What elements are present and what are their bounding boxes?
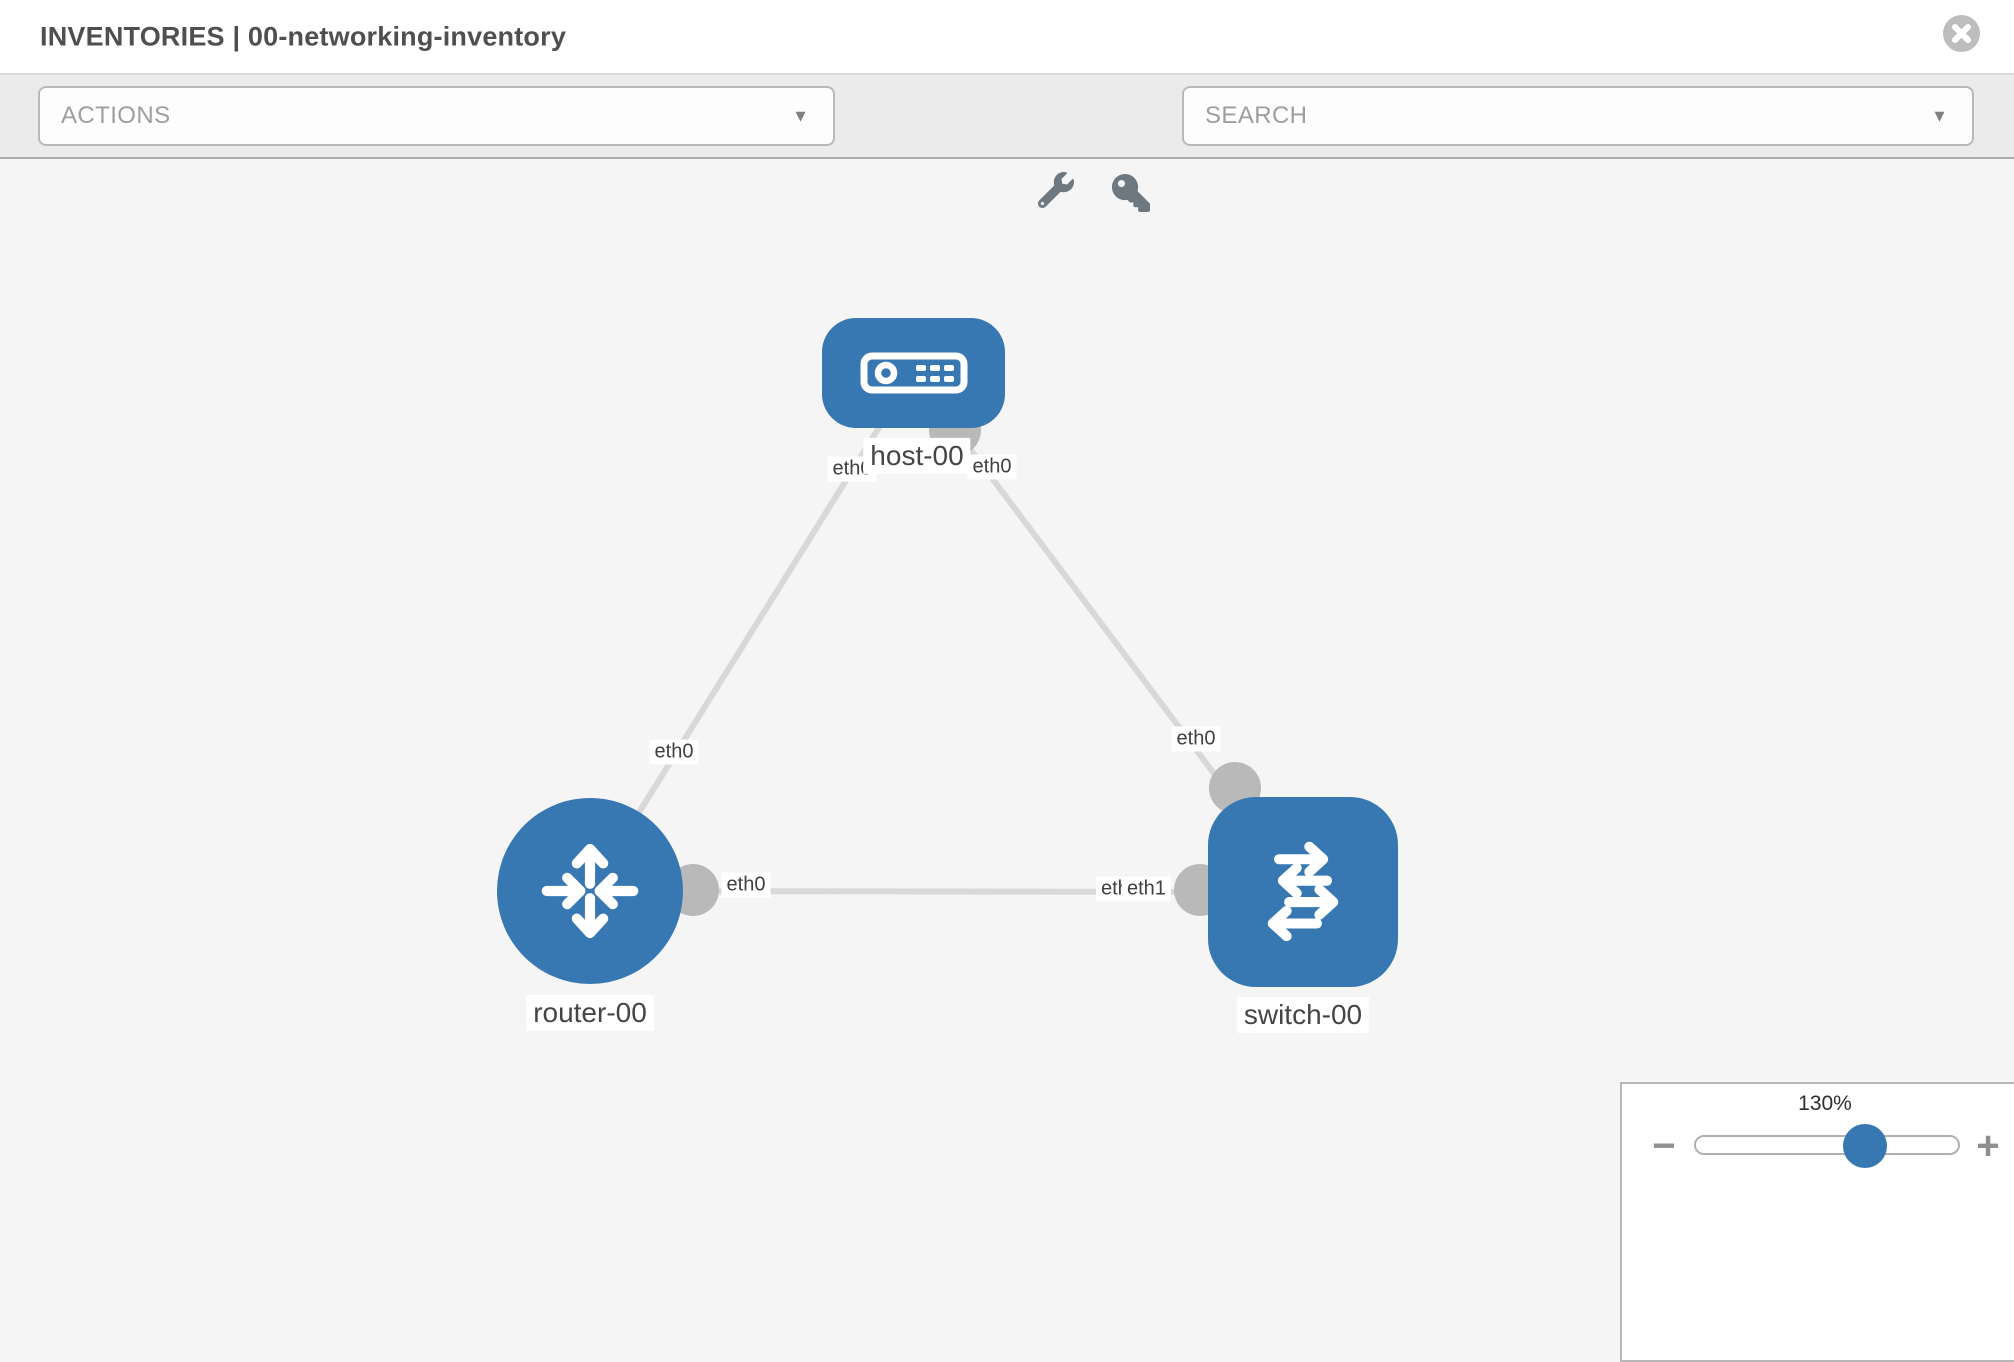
zoom-panel: 130% − +: [1620, 1082, 2014, 1362]
node-switch-00[interactable]: [1208, 797, 1398, 987]
wrench-icon[interactable]: [1038, 172, 1074, 208]
iface-label-host-switch-host-side: eth0: [967, 454, 1017, 480]
iface-label-router-switch-router-side: eth0: [721, 872, 771, 898]
iface-label-host-router-router-side: eth0: [649, 739, 699, 765]
window-header: INVENTORIES | 00-networking-inventory: [0, 0, 2014, 75]
zoom-out-button[interactable]: −: [1652, 1124, 1676, 1168]
router-icon: [530, 831, 650, 951]
topology-links-layer: [587, 371, 1306, 916]
iface-label-host-switch-switch-side: eth0: [1171, 726, 1221, 752]
toolbar: ACTIONS ▼ SEARCH ▼: [0, 75, 2014, 212]
host-icon: [859, 351, 969, 395]
close-icon: [1943, 24, 1980, 56]
page-title: INVENTORIES | 00-networking-inventory: [40, 21, 567, 51]
zoom-slider-track[interactable]: [1694, 1135, 1960, 1155]
zoom-in-button[interactable]: +: [1976, 1124, 2000, 1168]
zoom-slider-knob[interactable]: [1843, 1124, 1887, 1168]
caret-down-icon: ▼: [1931, 106, 1948, 126]
key-icon[interactable]: [1112, 174, 1150, 212]
node-label-switch: switch-00: [1236, 996, 1370, 1034]
search-dropdown-label: SEARCH: [1205, 102, 1308, 129]
caret-down-icon: ▼: [792, 106, 809, 126]
zoom-level-value: 130%: [1798, 1092, 1852, 1115]
actions-dropdown-label: ACTIONS: [61, 102, 171, 129]
switch-icon: [1240, 829, 1366, 955]
close-button[interactable]: [1943, 15, 1980, 52]
search-dropdown[interactable]: SEARCH ▼: [1182, 86, 1974, 146]
node-router-00[interactable]: [497, 798, 683, 984]
topology-canvas[interactable]: host-00 router-00 switch-00 eth0 eth0 et…: [0, 159, 2014, 1362]
node-host-00[interactable]: [822, 318, 1005, 428]
node-label-router: router-00: [526, 994, 654, 1032]
node-label-host: host-00: [863, 437, 971, 475]
actions-dropdown[interactable]: ACTIONS ▼: [38, 86, 835, 146]
iface-label-router-switch-switch-side-front: eth1: [1122, 876, 1171, 902]
